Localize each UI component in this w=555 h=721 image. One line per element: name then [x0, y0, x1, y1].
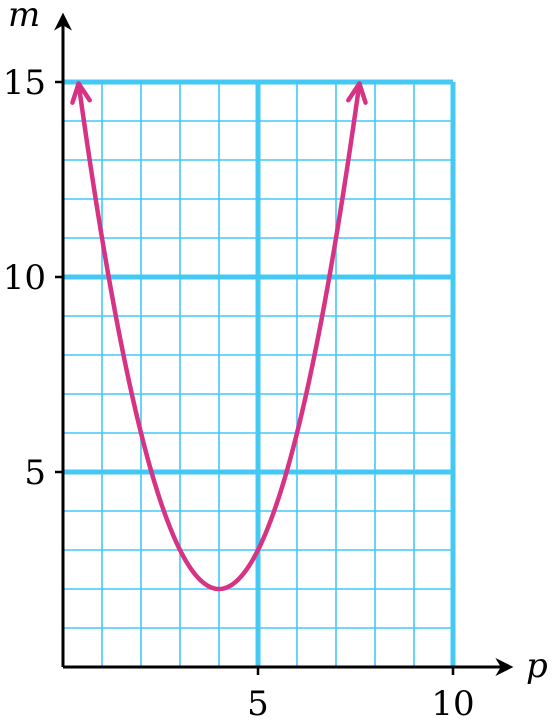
grid: [63, 79, 456, 667]
x-axis-label: p: [526, 646, 548, 686]
y-tick-label: 5: [24, 453, 46, 493]
curve-arrow-head: [70, 81, 92, 105]
y-axis-label: m: [8, 0, 40, 35]
x-tick-label: 10: [431, 684, 474, 721]
tick-labels: 5 10 5 10 15: [3, 63, 475, 721]
curve: [70, 81, 368, 592]
y-tick-label: 15: [3, 63, 46, 103]
curve-arrow-head: [346, 81, 368, 105]
axes: [54, 12, 514, 676]
x-tick-label: 5: [247, 684, 269, 721]
parabola-curve: [76, 81, 362, 592]
y-tick-label: 10: [3, 258, 46, 298]
